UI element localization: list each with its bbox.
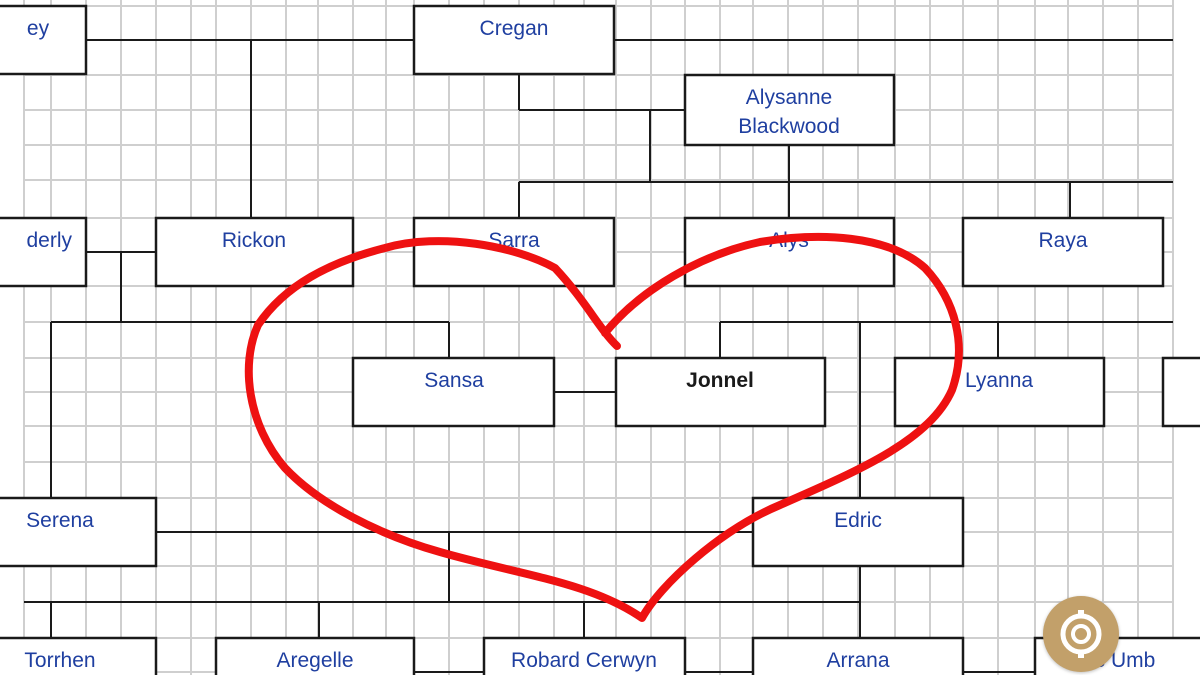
- svg-text:Rickon: Rickon: [222, 229, 286, 252]
- person-node-arrana[interactable]: Arrana: [751, 636, 965, 675]
- tree-connectors: [24, 39, 1173, 673]
- svg-text:Robard Cerwyn: Robard Cerwyn: [511, 649, 657, 672]
- heart-annotation: [244, 233, 963, 622]
- svg-text:Blackwood: Blackwood: [738, 115, 840, 138]
- target-icon: [1060, 610, 1102, 658]
- svg-text:Jonnel: Jonnel: [686, 369, 754, 392]
- svg-text:Raya: Raya: [1038, 229, 1087, 252]
- svg-text:derly: derly: [26, 229, 72, 252]
- svg-text:Aregelle: Aregelle: [276, 649, 353, 672]
- person-node-partial-right-row3[interactable]: [1161, 356, 1200, 428]
- background-grid: [23, 0, 1174, 675]
- person-node-raya[interactable]: Raya: [961, 216, 1165, 288]
- person-node-serena[interactable]: Serena: [0, 496, 158, 568]
- person-node-alysanne-blackwood[interactable]: Alysanne Blackwood: [683, 73, 896, 147]
- svg-text:Cregan: Cregan: [480, 17, 549, 40]
- person-node-jonnel[interactable]: Jonnel: [614, 356, 827, 428]
- svg-text:Edric: Edric: [834, 509, 882, 532]
- svg-text:Lyanna: Lyanna: [965, 369, 1033, 392]
- svg-text:Serena: Serena: [26, 509, 94, 532]
- person-node-edric[interactable]: Edric: [751, 496, 965, 568]
- person-node-partial-left-row2[interactable]: derly: [0, 216, 88, 288]
- person-node-aregelle[interactable]: Aregelle: [214, 636, 416, 675]
- person-node-sansa[interactable]: Sansa: [351, 356, 556, 428]
- person-node-lyanna[interactable]: Lyanna: [893, 356, 1106, 428]
- person-node-torrhen[interactable]: Torrhen: [0, 636, 158, 675]
- svg-text:Alysanne: Alysanne: [746, 86, 832, 109]
- person-node-cregan[interactable]: Cregan: [412, 4, 616, 76]
- svg-text:Arrana: Arrana: [826, 649, 889, 672]
- svg-text:Sansa: Sansa: [424, 369, 484, 392]
- person-node-rickon[interactable]: Rickon: [154, 216, 355, 288]
- person-node-partial-top-left[interactable]: ey: [0, 4, 88, 76]
- svg-text:Torrhen: Torrhen: [24, 649, 95, 672]
- person-node-robard-cerwyn[interactable]: Robard Cerwyn: [482, 636, 687, 675]
- svg-text:ey: ey: [27, 17, 50, 40]
- fab-button[interactable]: [1043, 596, 1119, 672]
